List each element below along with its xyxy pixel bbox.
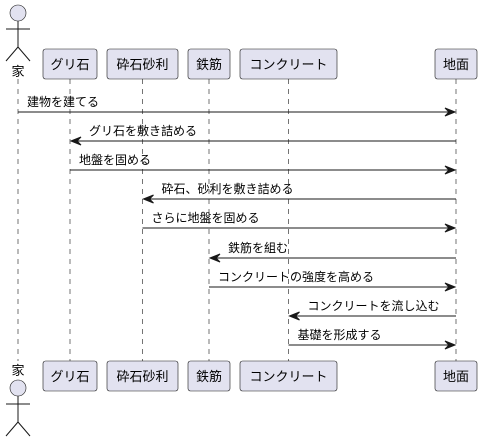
message-2: グリ石を敷き詰める	[69, 123, 456, 146]
participant-concrete-top: コンクリート	[239, 48, 338, 80]
actor-head-icon	[9, 379, 27, 397]
participant-box	[434, 48, 478, 80]
message-7: コンクリートの強度を高める	[209, 269, 457, 292]
participant-box	[187, 360, 231, 392]
message-3: 地盤を固める	[70, 153, 457, 175]
arrowhead-icon	[444, 282, 457, 292]
message-label: グリ石を敷き詰める	[89, 123, 197, 138]
participant-gravel-bottom: グリ石	[42, 360, 98, 392]
message-6: 鉄筋を組む	[208, 240, 456, 263]
arrowhead-icon	[444, 165, 457, 175]
arrowhead-icon	[142, 194, 154, 204]
participant-box	[42, 360, 98, 392]
arrowhead-icon	[288, 311, 300, 321]
message-label: 地盤を固める	[79, 153, 151, 167]
participant-box	[106, 48, 179, 80]
participant-rebar-bottom: 鉄筋	[187, 360, 231, 392]
message-label: コンクリートの強度を高める	[218, 269, 374, 284]
participant-box	[106, 360, 179, 392]
arrowhead-icon	[444, 107, 457, 117]
participant-box	[239, 360, 338, 392]
participant-ground-top: 地面	[434, 48, 478, 80]
participant-box	[434, 360, 478, 392]
actor-head-icon	[9, 4, 27, 22]
message-label: さらに地盤を固める	[152, 211, 260, 225]
arrowhead-icon	[208, 253, 221, 263]
participant-label: 鉄筋	[196, 57, 222, 73]
message-label: 建物を建てる	[27, 95, 99, 109]
participant-label: コンクリート	[249, 58, 327, 73]
participant-label: コンクリート	[249, 370, 327, 385]
actor-body-icon	[5, 21, 31, 62]
participant-label: 家	[11, 363, 24, 379]
participant-gravel-top: グリ石	[42, 48, 98, 80]
actor-body-icon	[5, 396, 31, 437]
participant-box	[187, 48, 231, 80]
participant-concrete-bottom: コンクリート	[239, 360, 338, 392]
participant-box	[42, 48, 98, 80]
participant-box	[239, 48, 338, 80]
actor-house-top: 家	[5, 4, 31, 80]
arrowhead-icon	[444, 340, 457, 350]
message-label: 鉄筋を組む	[228, 240, 288, 255]
message-label: 基礎を形成する	[298, 328, 382, 342]
arrowhead-icon	[444, 223, 457, 233]
message-1: 建物を建てる	[18, 95, 457, 117]
participant-label: グリ石	[50, 370, 89, 385]
message-label: コンクリートを流し込む	[308, 299, 440, 313]
participant-label: 砕石砂利	[116, 58, 168, 73]
participant-label: グリ石	[50, 58, 89, 73]
participant-label: 鉄筋	[196, 369, 222, 385]
participant-label: 地面	[443, 370, 469, 385]
message-label: 砕石、砂利を敷き詰める	[162, 181, 294, 196]
participant-label: 家	[11, 64, 24, 80]
participant-label: 地面	[443, 58, 469, 73]
message-4: 砕石、砂利を敷き詰める	[142, 181, 456, 204]
arrowhead-icon	[69, 136, 82, 146]
participant-crushed-bottom: 砕石砂利	[106, 360, 179, 392]
participant-crushed-top: 砕石砂利	[106, 48, 179, 80]
participant-label: 砕石砂利	[116, 370, 168, 385]
message-5: さらに地盤を固める	[142, 211, 457, 233]
participant-rebar-top: 鉄筋	[187, 48, 231, 80]
actor-house-bottom: 家	[5, 363, 31, 437]
participant-ground-bottom: 地面	[434, 360, 478, 392]
message-9: 基礎を形成する	[288, 328, 457, 350]
message-8: コンクリートを流し込む	[288, 299, 456, 321]
